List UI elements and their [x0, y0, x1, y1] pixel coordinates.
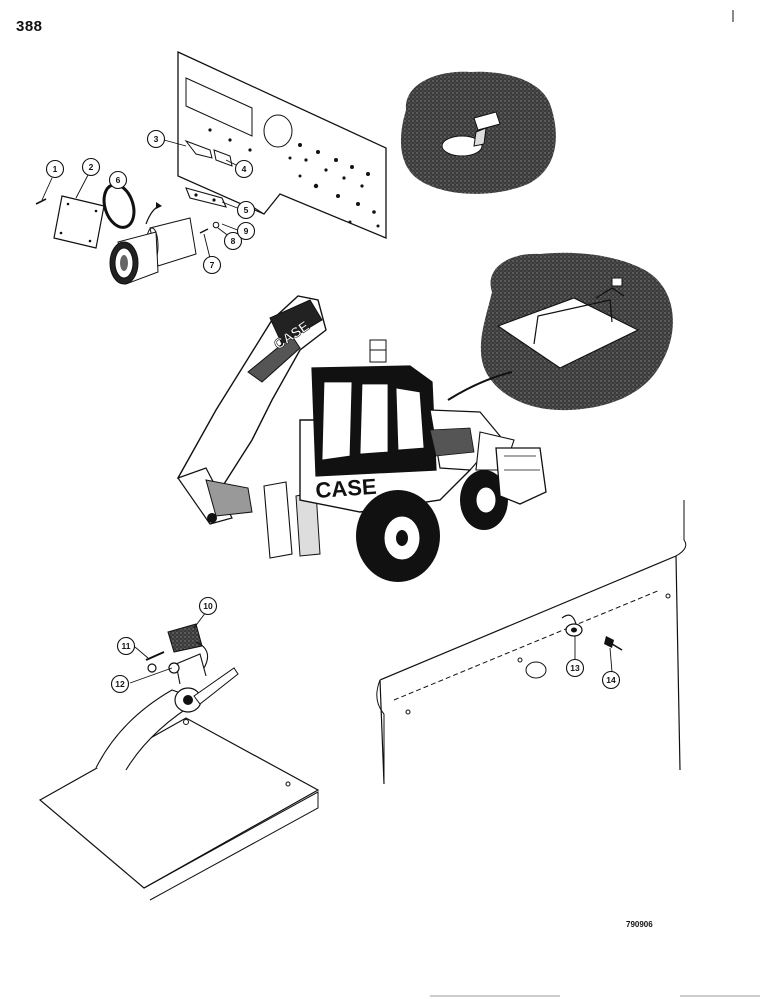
callout-1: 1	[45, 159, 65, 179]
callout-6: 6	[108, 170, 128, 190]
backhoe-loader: CASE CASE	[176, 295, 547, 582]
callout-4: 4	[234, 159, 254, 179]
bracket-part-3	[184, 139, 213, 159]
light-housing	[109, 231, 159, 285]
callout-14: 14	[601, 670, 621, 690]
svg-text:8: 8	[231, 236, 236, 246]
callout-11: 11	[116, 636, 136, 656]
cab-lettering: CASE	[315, 474, 378, 503]
svg-text:5: 5	[244, 205, 249, 215]
svg-text:11: 11	[122, 641, 131, 651]
svg-text:14: 14	[606, 675, 616, 685]
svg-text:10: 10	[203, 601, 213, 611]
sleeve-part	[145, 217, 197, 267]
key-cover-10	[167, 623, 203, 653]
rotation-arrow-head	[156, 202, 162, 209]
nut-part-8	[212, 221, 220, 229]
svg-text:7: 7	[210, 260, 215, 270]
roof-guard-detail	[480, 252, 673, 411]
callout-3: 3	[146, 129, 166, 149]
side-panel-assembly	[376, 500, 687, 785]
svg-text:12: 12	[115, 679, 125, 689]
svg-text:6: 6	[116, 175, 121, 185]
callout-10: 10	[198, 596, 218, 616]
callout-13: 13	[565, 658, 585, 678]
svg-text:9: 9	[244, 226, 249, 236]
callout-8: 8	[223, 231, 243, 251]
screw-part-7	[199, 228, 209, 234]
figure-code: 790906	[626, 920, 653, 929]
mounting-bracket-5	[185, 187, 227, 208]
callout-9: 9	[236, 221, 256, 241]
svg-text:1: 1	[53, 164, 58, 174]
callout-2: 2	[81, 157, 101, 177]
light-mount-detail	[400, 71, 556, 194]
cover-plate-2	[53, 195, 105, 249]
detail-pointer	[447, 371, 513, 401]
bracket-part-4	[213, 149, 233, 167]
callout-12: 12	[110, 674, 130, 694]
page-number: 388	[16, 18, 43, 35]
callout-5: 5	[236, 200, 256, 220]
callout-7: 7	[202, 255, 222, 275]
svg-text:4: 4	[242, 164, 247, 174]
svg-text:2: 2	[89, 162, 94, 172]
rotation-arrow	[145, 205, 161, 225]
bolt-14	[604, 636, 614, 648]
svg-text:13: 13	[570, 663, 580, 673]
instrument-panel	[177, 50, 387, 239]
latch-assembly	[38, 623, 320, 901]
screw-part-1	[35, 198, 47, 205]
svg-text:3: 3	[154, 134, 159, 144]
